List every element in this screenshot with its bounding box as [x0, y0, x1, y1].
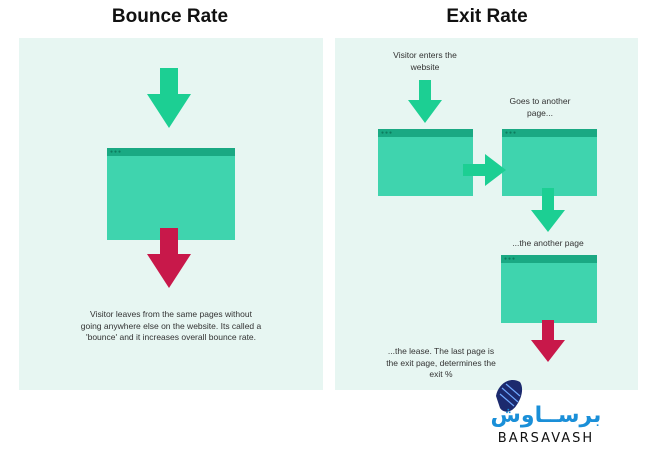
web-page-box-3: ●●●	[501, 255, 597, 323]
barsavash-logo: برســاوش BARSAVASH	[466, 376, 626, 446]
window-dots-icon: ●●●	[381, 130, 394, 136]
window-dots-icon: ●●●	[504, 256, 517, 262]
logo-emblem-icon: برســاوش BARSAVASH	[491, 379, 602, 446]
red-down-arrow	[531, 320, 565, 362]
window-dots-icon: ●●●	[505, 130, 518, 136]
red-down-arrow	[147, 228, 191, 288]
exit-step1-text: Visitor enters the website	[393, 50, 457, 72]
web-page-box: ●●●	[107, 148, 235, 240]
web-page-box-2: ●●●	[502, 129, 597, 196]
window-dots-icon: ●●●	[110, 149, 123, 155]
bounce-caption: Visitor leaves from the same pages witho…	[80, 309, 262, 342]
green-down-arrow	[408, 80, 442, 123]
green-down-arrow	[147, 68, 191, 128]
exit-rate-panel	[335, 38, 638, 390]
green-right-arrow	[463, 154, 506, 186]
web-page-box-1: ●●●	[378, 129, 473, 196]
svg-text:BARSAVASH: BARSAVASH	[498, 431, 594, 446]
exit-rate-title: Exit Rate	[446, 6, 528, 27]
exit-step3-text: ...the another page	[512, 238, 584, 248]
svg-text:برســاوش: برســاوش	[491, 403, 602, 428]
exit-step4-text: ...the lease. The last page is the exit …	[386, 346, 496, 379]
bounce-rate-title: Bounce Rate	[111, 6, 229, 27]
green-down-arrow	[531, 188, 565, 232]
exit-step2-text: Goes to another page...	[509, 96, 571, 118]
